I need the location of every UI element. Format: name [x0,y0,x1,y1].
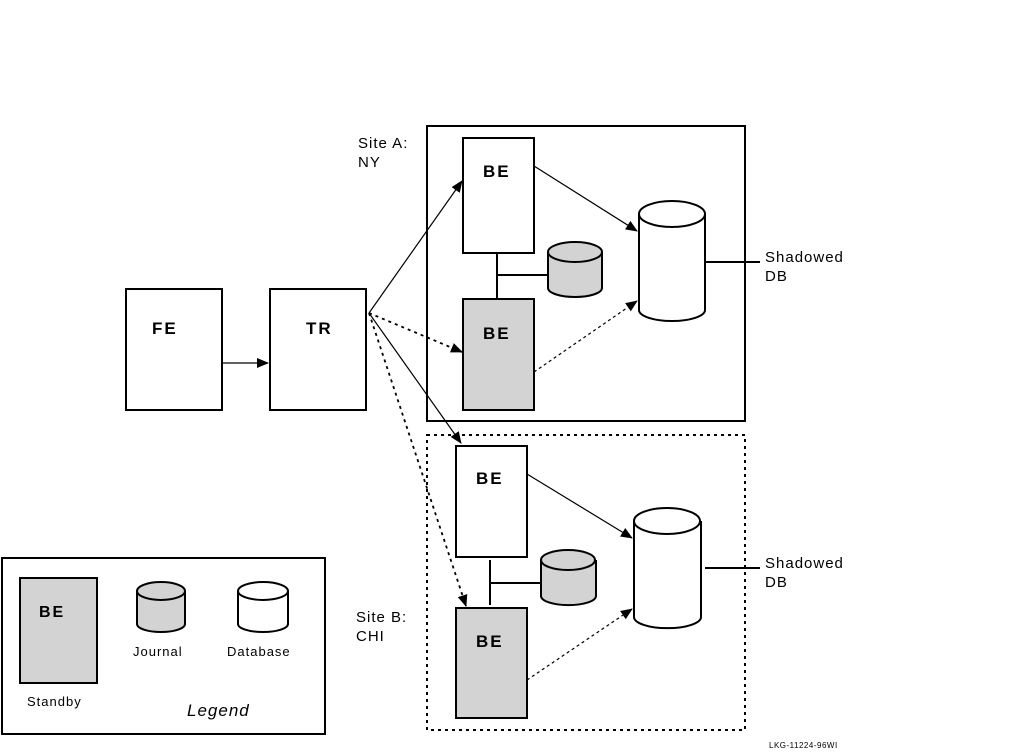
fe-box [125,288,223,411]
legend-standby-box-label: BE [39,604,65,621]
site-a-journal-cylinder [547,241,603,298]
figure-id: LKG-11224-96WI [769,741,838,750]
site-b-db-label-line1: Shadowed [765,555,844,572]
legend: BE Standby Journal Database Legend [1,557,326,735]
legend-database-caption: Database [227,644,291,659]
site-a-be-active-box [462,137,535,254]
site-b-group: Site B: CHI BE BE Shadowed DB [356,434,844,731]
site-b-be-active-box [455,445,528,558]
site-a-group: Site A: NY BE BE Shadowed DB [358,125,844,422]
site-b-journal-cylinder [540,549,597,607]
site-b-be-active-to-db-arrow [526,473,633,539]
site-a-db-label-line1: Shadowed [765,249,844,266]
site-a-db-label-line2: DB [765,268,788,285]
fe-node: FE [125,288,223,411]
site-b-be-active-label: BE [476,469,504,488]
site-a-label-line1: Site A: [358,135,408,152]
site-a-database-cylinder [638,200,706,322]
site-b-be-standby-box [455,607,528,719]
tr-label: TR [306,319,333,338]
tr-to-site-a-be-active-arrow [368,180,463,314]
legend-journal-cylinder [136,581,186,633]
site-a-be-active-to-db-arrow [533,165,638,232]
tr-to-site-b-be-standby-arrow [368,312,468,607]
site-a-be-standby-label: BE [483,324,511,343]
legend-standby-caption: Standby [27,694,82,709]
site-a-be-standby-to-db-arrow [533,300,638,373]
site-b-boundary [426,434,746,731]
site-b-database-cylinder [633,507,702,630]
site-a-boundary [426,125,746,422]
legend-title: Legend [187,701,250,720]
tr-to-site-a-be-standby-arrow [368,312,463,353]
site-a-be-active-label: BE [483,162,511,181]
site-b-be-standby-to-db-arrow [526,608,633,681]
site-a-be-standby-box [462,298,535,411]
site-a-label-line2: NY [358,154,381,171]
tr-to-site-b-be-active-arrow [368,312,462,444]
fe-label: FE [152,319,178,338]
legend-journal-caption: Journal [133,644,183,659]
tr-node: TR [269,288,367,411]
site-b-be-standby-label: BE [476,632,504,651]
site-b-label-line1: Site B: [356,609,407,626]
site-b-db-label-line2: DB [765,574,788,591]
legend-database-cylinder [237,581,289,633]
site-b-label-line2: CHI [356,628,385,645]
tr-box [269,288,367,411]
legend-standby-box [19,577,98,684]
